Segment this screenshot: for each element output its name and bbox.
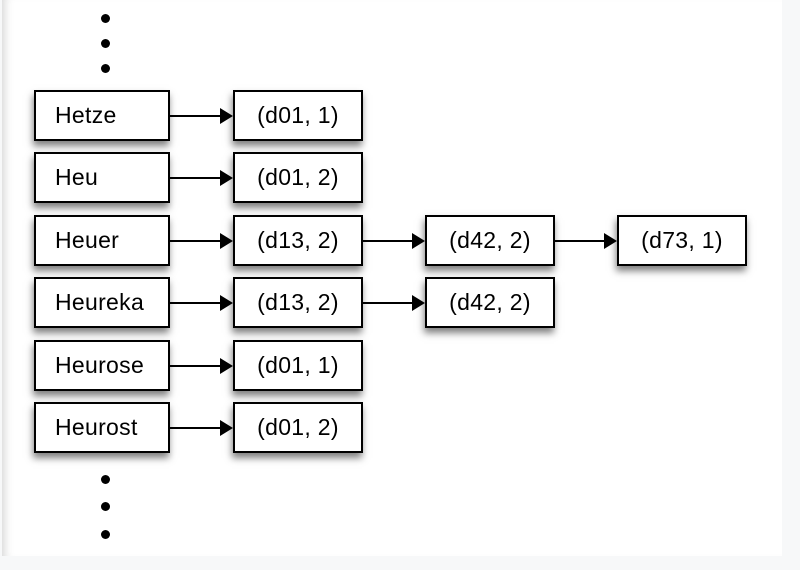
arrow-line <box>170 114 223 117</box>
pointer-arrow-icon <box>170 107 233 124</box>
inverted-index-diagram: Hetze (d01, 1) Heu (d01, 2) Heuer (d13, … <box>2 0 782 556</box>
posting-label: (d01, 2) <box>257 164 339 190</box>
term-label: Heurose <box>55 352 145 378</box>
pointer-arrow-icon <box>363 232 425 249</box>
pointer-arrow-icon <box>170 294 233 311</box>
posting-label: (d01, 2) <box>257 414 339 440</box>
arrow-head <box>220 169 233 186</box>
pointer-arrow-icon <box>170 232 233 249</box>
term-box: Heurose <box>34 340 170 391</box>
term-box: Heu <box>34 152 170 203</box>
pointer-arrow-icon <box>363 294 425 311</box>
ellipsis-dot <box>100 13 110 23</box>
posting-label: (d73, 1) <box>641 227 723 253</box>
term-label: Hetze <box>55 102 117 128</box>
term-label: Heu <box>55 164 99 190</box>
ellipsis-dot <box>100 529 110 539</box>
arrow-head <box>220 294 233 311</box>
arrow-line <box>363 301 415 304</box>
term-box: Heuer <box>34 215 170 266</box>
arrow-head <box>220 357 233 374</box>
arrow-line <box>555 239 607 242</box>
arrow-head <box>412 232 425 249</box>
posting-box: (d01, 2) <box>233 152 363 203</box>
arrow-head <box>412 294 425 311</box>
ellipsis-dot <box>100 474 110 484</box>
term-box: Hetze <box>34 90 170 141</box>
arrow-line <box>170 239 223 242</box>
posting-label: (d42, 2) <box>449 289 531 315</box>
posting-box: (d01, 1) <box>233 340 363 391</box>
ellipsis-dot <box>100 501 110 511</box>
posting-box: (d42, 2) <box>425 277 555 328</box>
pointer-arrow-icon <box>555 232 617 249</box>
term-label: Heureka <box>55 289 145 315</box>
posting-box: (d13, 2) <box>233 277 363 328</box>
term-box: Heurost <box>34 402 170 453</box>
arrow-line <box>170 301 223 304</box>
pointer-arrow-icon <box>170 419 233 436</box>
posting-box: (d42, 2) <box>425 215 555 266</box>
arrow-line <box>170 426 223 429</box>
pointer-arrow-icon <box>170 357 233 374</box>
arrow-line <box>363 239 415 242</box>
posting-box: (d73, 1) <box>617 215 747 266</box>
posting-label: (d01, 1) <box>257 352 339 378</box>
posting-label: (d42, 2) <box>449 227 531 253</box>
posting-box: (d13, 2) <box>233 215 363 266</box>
ellipsis-dot <box>100 38 110 48</box>
posting-label: (d01, 1) <box>257 102 339 128</box>
term-label: Heuer <box>55 227 120 253</box>
ellipsis-dot <box>100 63 110 73</box>
posting-label: (d13, 2) <box>257 289 339 315</box>
arrow-head <box>220 419 233 436</box>
pointer-arrow-icon <box>170 169 233 186</box>
term-box: Heureka <box>34 277 170 328</box>
arrow-line <box>170 176 223 179</box>
posting-box: (d01, 2) <box>233 402 363 453</box>
arrow-line <box>170 364 223 367</box>
arrow-head <box>220 232 233 249</box>
arrow-head <box>604 232 617 249</box>
posting-box: (d01, 1) <box>233 90 363 141</box>
posting-label: (d13, 2) <box>257 227 339 253</box>
arrow-head <box>220 107 233 124</box>
term-label: Heurost <box>55 414 138 440</box>
